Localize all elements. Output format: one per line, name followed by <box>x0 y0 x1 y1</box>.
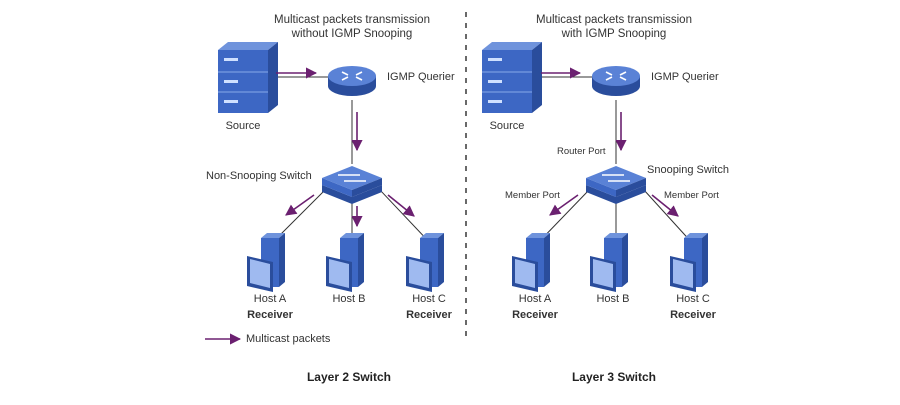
left-multicast-arrows <box>276 67 415 228</box>
host-c-computer-icon <box>670 233 708 292</box>
legend-label: Multicast packets <box>246 333 331 345</box>
right-host-b-label: Host B <box>596 293 630 305</box>
right-querier-label: IGMP Querier <box>651 71 719 83</box>
non-snooping-switch-icon <box>322 166 382 204</box>
host-b-computer-icon <box>326 233 364 292</box>
arrow-icon <box>285 194 315 216</box>
member-port-right-label: Member Port <box>664 190 719 201</box>
right-source-label: Source <box>489 120 525 132</box>
source-server-icon <box>482 42 542 113</box>
left-title: Multicast packets transmission without I… <box>274 13 430 41</box>
right-host-a-label: Host A <box>518 293 552 305</box>
arrow-icon <box>387 194 415 217</box>
right-links <box>530 76 695 248</box>
host-a-computer-icon <box>512 233 550 292</box>
host-b-computer-icon <box>590 233 628 292</box>
left-links <box>264 76 433 248</box>
right-caption: Layer 3 Switch <box>571 370 657 384</box>
right-host-a-role: Receiver <box>512 309 558 321</box>
snooping-switch-label: Snooping Switch <box>647 164 729 176</box>
host-a-computer-icon <box>247 233 285 292</box>
left-host-a-label: Host A <box>253 293 287 305</box>
left-host-b-label: Host B <box>332 293 366 305</box>
source-server-icon <box>218 42 278 113</box>
left-title-line1: Multicast packets transmission <box>274 14 430 26</box>
left-querier-label: IGMP Querier <box>387 71 455 83</box>
igmp-querier-router-icon <box>592 66 640 96</box>
right-title: Multicast packets transmission with IGMP… <box>536 13 692 41</box>
right-title-line2: with IGMP Snooping <box>561 28 667 40</box>
left-title-line2: without IGMP Snooping <box>291 28 413 40</box>
left-host-c-label: Host C <box>412 293 446 305</box>
right-title-line1: Multicast packets transmission <box>536 14 692 26</box>
left-host-a-role: Receiver <box>247 309 293 321</box>
non-snooping-switch-label: Non-Snooping Switch <box>206 170 312 182</box>
arrow-icon <box>651 194 679 217</box>
left-caption: Layer 2 Switch <box>306 370 392 384</box>
right-multicast-arrows <box>541 67 679 217</box>
right-host-c-role: Receiver <box>670 309 716 321</box>
arrow-icon <box>549 194 579 216</box>
left-source-label: Source <box>225 120 261 132</box>
left-host-c-role: Receiver <box>406 309 452 321</box>
right-host-c-label: Host C <box>676 293 710 305</box>
router-port-label: Router Port <box>557 146 606 157</box>
snooping-switch-icon <box>586 166 646 204</box>
host-c-computer-icon <box>406 233 444 292</box>
igmp-querier-router-icon <box>328 66 376 96</box>
member-port-left-label: Member Port <box>505 190 560 201</box>
